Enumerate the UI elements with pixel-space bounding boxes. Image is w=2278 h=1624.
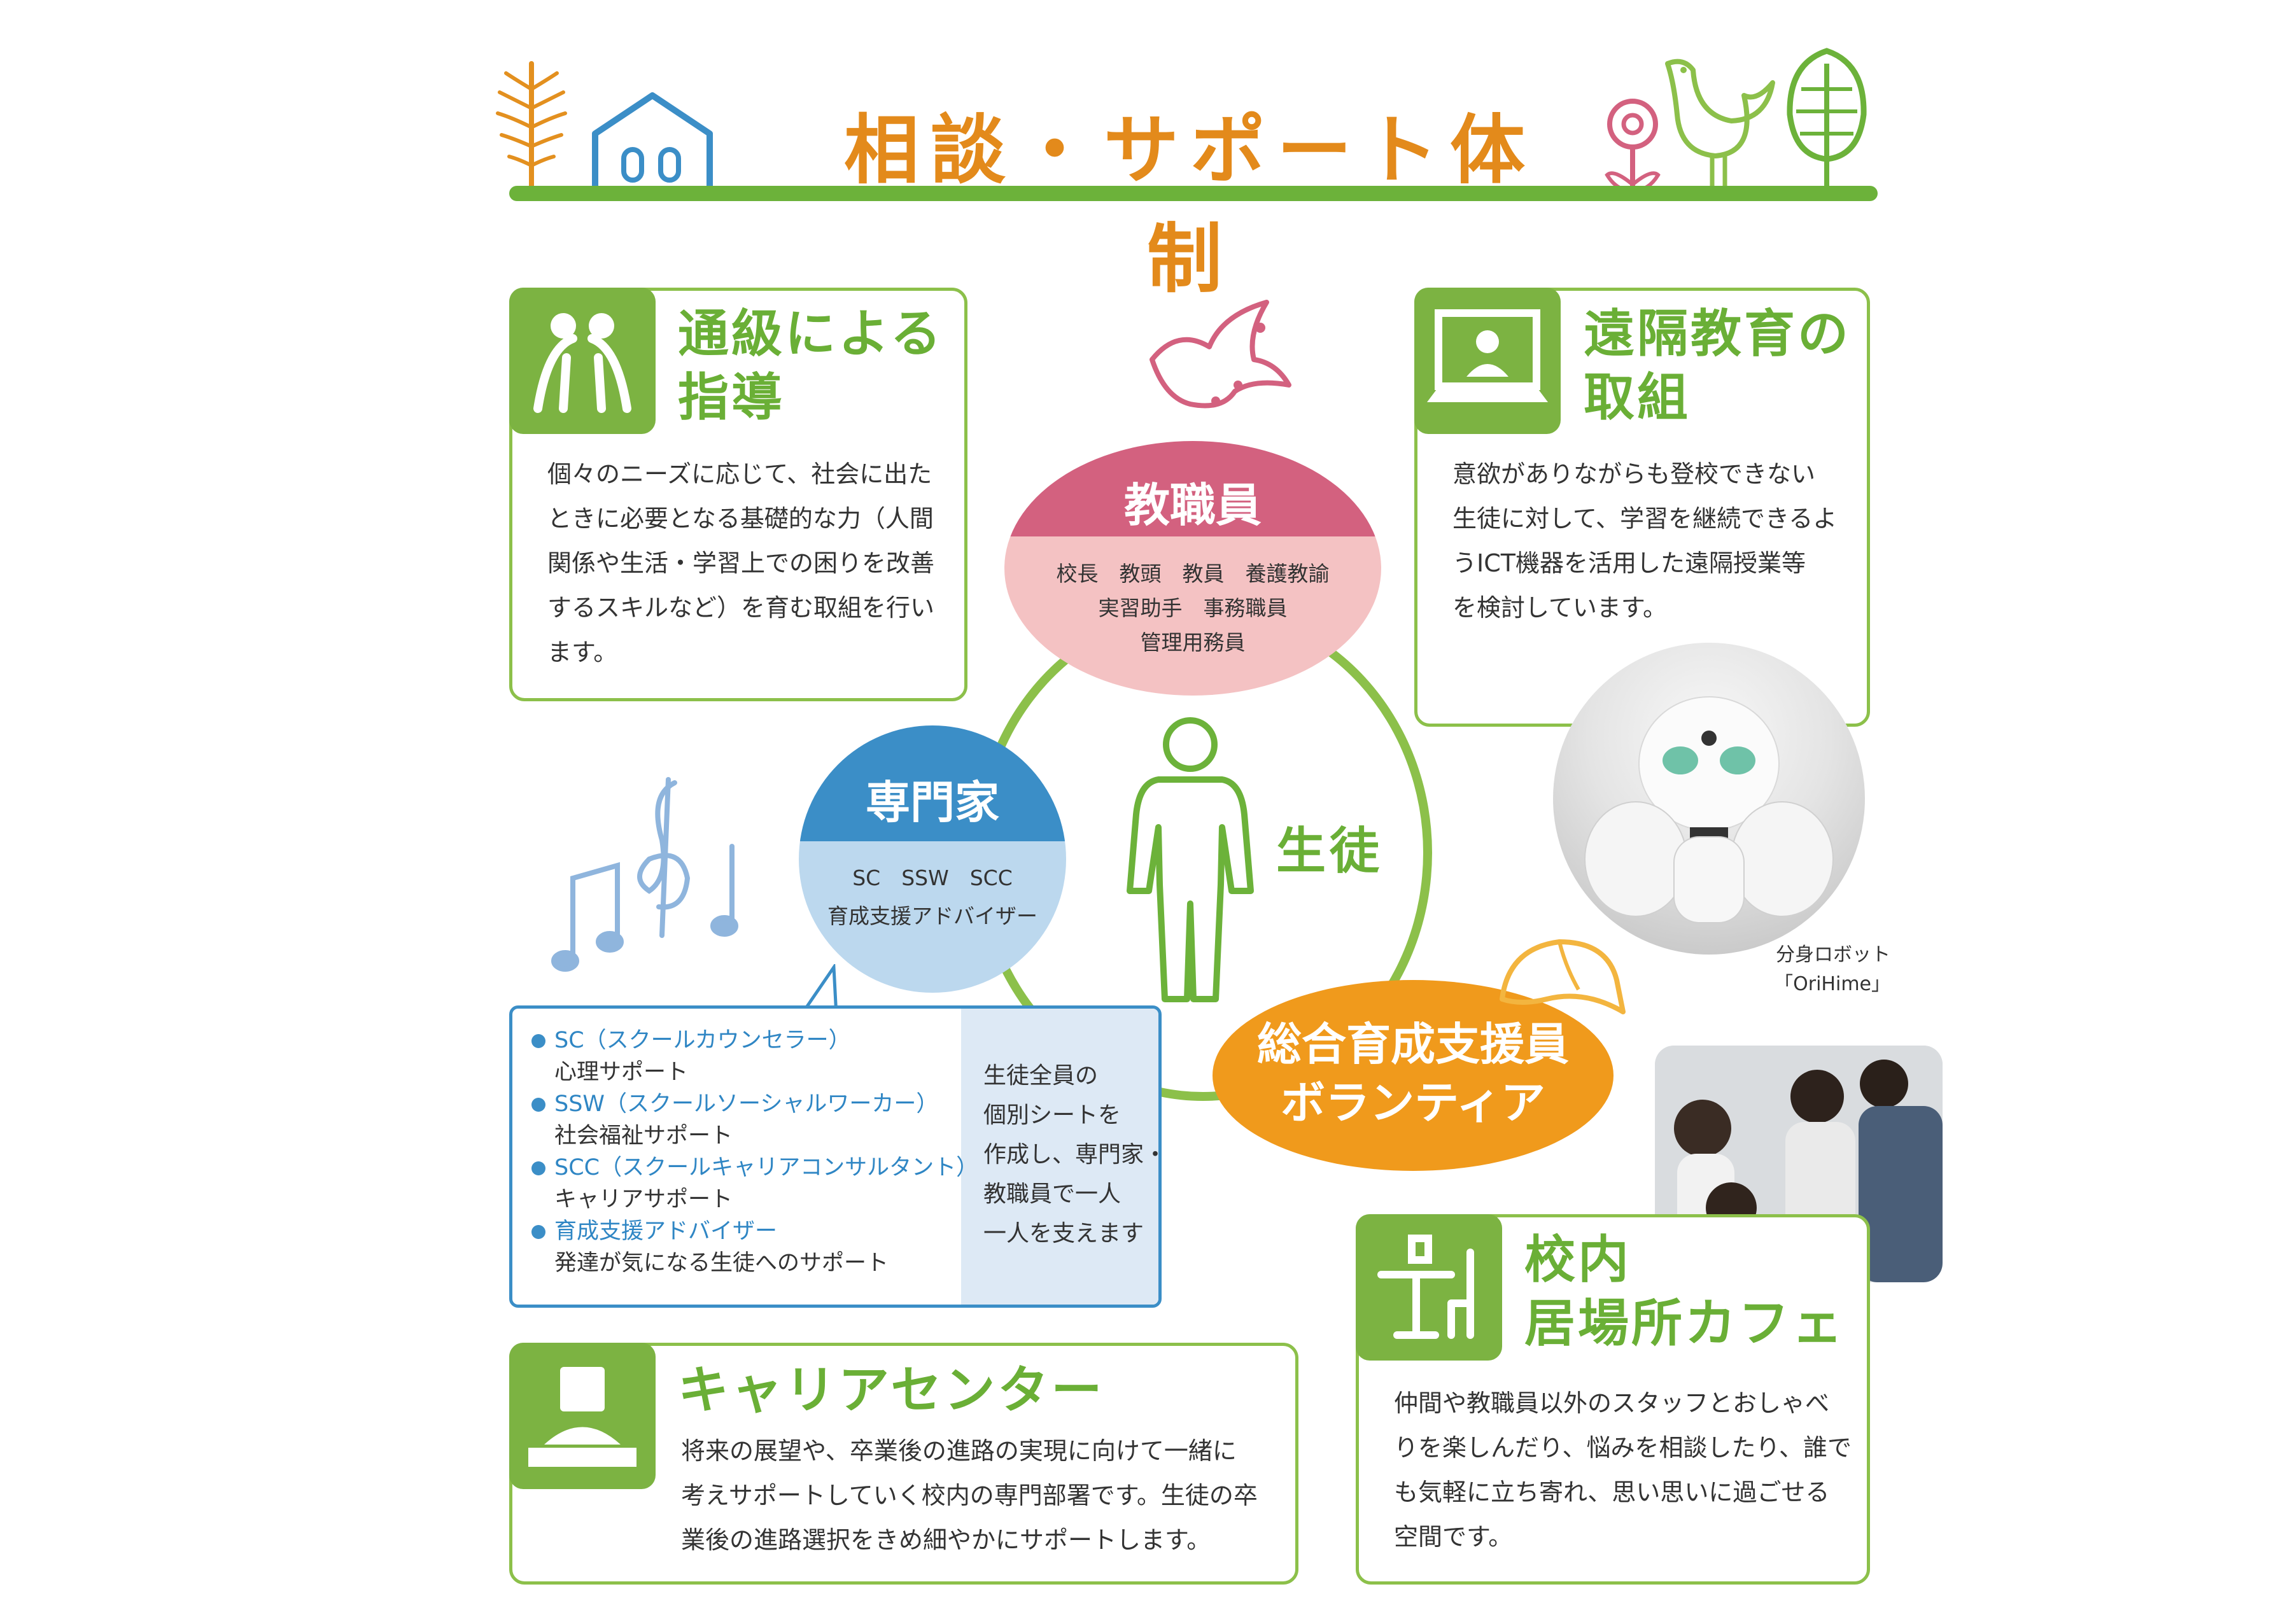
enkaku-text: 意欲がありながらも登校できない生徒に対して、学習を継続できるようICT機器を活用… [1452, 460, 1838, 622]
dove-illustration [1150, 300, 1291, 409]
ground-line [509, 186, 1878, 201]
tsukyu-icon-tile [509, 288, 656, 434]
cap-illustration [1500, 939, 1626, 1014]
robot-photo [1553, 643, 1865, 955]
cafe-text: 仲間や教職員以外のスタッフとおしゃべりを楽しんだり、悩みを相談したり、誰でも気軽… [1394, 1389, 1852, 1551]
detail-item-scc: SCC（スクールキャリアコンサルタント） [531, 1152, 978, 1184]
leaf-tree-illustration [1787, 48, 1867, 188]
individual-sheet-panel [961, 1009, 1158, 1305]
tree-illustration [496, 61, 567, 197]
detail-desc-ssw: 社会福祉サポート [554, 1123, 733, 1149]
orihime-robot-image [1584, 696, 1834, 923]
music-notes-illustration [551, 777, 738, 972]
staff-members: 校長 教頭 教員 養護教諭実習助手 事務職員管理用務員 [1056, 561, 1330, 655]
detail-item-sc: SC（スクールカウンセラー） [531, 1025, 978, 1056]
individual-sheet-text: 生徒全員の個別シートを作成し、専門家・教職員で一人一人を支えます [983, 1063, 1167, 1247]
career-title: キャリアセンター [678, 1361, 1105, 1420]
robot-caption: 分身ロボット「OriHime」 [1774, 944, 1890, 995]
tsukyu-title: 通級による指導 [678, 304, 944, 427]
cafe-icon-tile [1356, 1214, 1502, 1361]
career-icon-tile [509, 1343, 656, 1489]
person-at-desk-icon [528, 1367, 636, 1467]
cafe-title: 校内居場所カフェ [1524, 1230, 1845, 1353]
tsukyu-text: 個々のニーズに応じて、社会に出たときに必要となる基礎的な力（人間関係や生活・学習… [547, 460, 935, 666]
experts-detail-list: SC（スクールカウンセラー） 心理サポート SSW（スクールソーシャルワーカー）… [531, 1025, 978, 1279]
page-title: 相談・サポート体制 [843, 106, 1536, 303]
bowing-people-icon [533, 313, 631, 413]
laptop-video-icon [1427, 309, 1548, 402]
career-text: 将来の展望や、卒業後の進路の実現に向けて一緒に考えサポートしていく校内の専門部署… [681, 1437, 1258, 1554]
detail-desc-scc: キャリアサポート [554, 1187, 733, 1212]
experts-title: 専門家 [866, 776, 999, 829]
house-illustration [592, 92, 713, 188]
cafe-table-chair-icon [1377, 1235, 1474, 1339]
detail-item-ssw: SSW（スクールソーシャルワーカー） [531, 1088, 978, 1120]
detail-desc-advisor: 発達が気になる生徒へのサポート [554, 1250, 889, 1276]
enkaku-icon-tile [1414, 288, 1561, 434]
detail-desc-sc: 心理サポート [554, 1060, 689, 1085]
bird-illustration [1665, 59, 1775, 194]
enkaku-title: 遠隔教育の取組 [1584, 304, 1851, 427]
volunteer-oval [1213, 980, 1614, 1171]
staff-title: 教職員 [1123, 479, 1262, 532]
detail-item-advisor: 育成支援アドバイザー [531, 1215, 978, 1247]
student-label: 生徒 [1276, 823, 1384, 880]
volunteer-label: 総合育成支援員ボランティア [1257, 1018, 1569, 1129]
student-figure-icon [1127, 717, 1254, 1002]
